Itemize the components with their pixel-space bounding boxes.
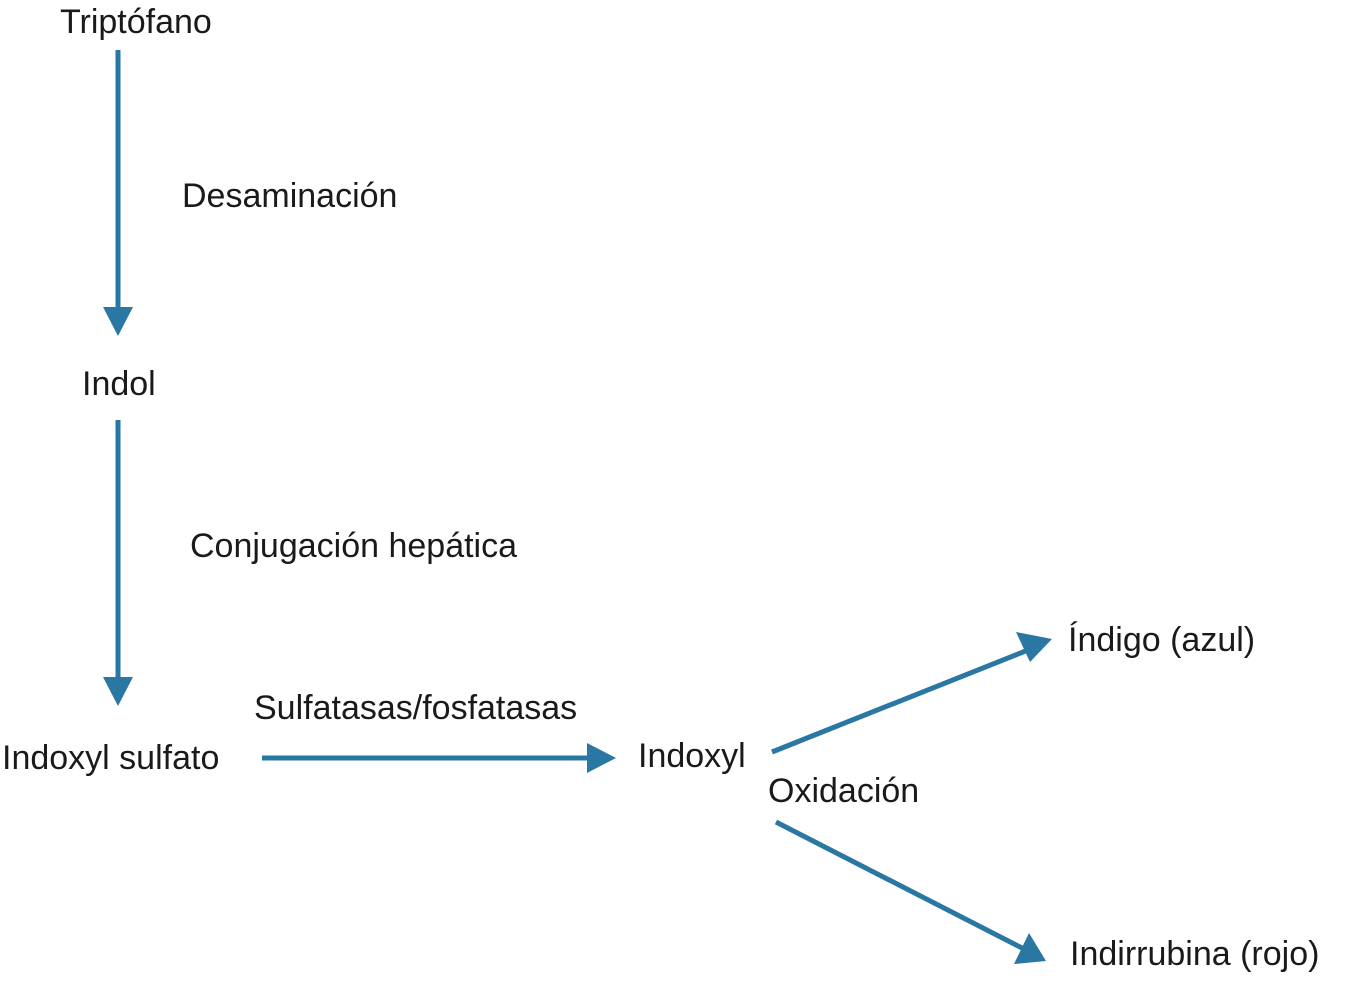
edge-label-oxidacion: Oxidación bbox=[768, 772, 920, 810]
node-indirrubina: Indirrubina (rojo) bbox=[1070, 935, 1320, 973]
node-triptofano: Triptófano bbox=[60, 3, 212, 41]
edge-label-sulfatasas: Sulfatasas/fosfatasas bbox=[254, 689, 578, 727]
arrow-triptofano-to-indol bbox=[103, 50, 133, 336]
node-indol: Indol bbox=[82, 365, 156, 403]
edge-label-conjugacion: Conjugación hepática bbox=[190, 527, 518, 565]
edge-label-desaminacion: Desaminación bbox=[182, 177, 398, 215]
arrow-indoxyl-to-indirrubina bbox=[774, 819, 1046, 964]
node-indigo: Índigo (azul) bbox=[1068, 621, 1256, 659]
node-indoxyl: Indoxyl bbox=[638, 737, 746, 775]
arrow-indol-to-indoxyl-sulfato bbox=[103, 420, 133, 706]
arrow-indoxyl-sulfato-to-indoxyl bbox=[262, 743, 616, 773]
node-indoxyl-sulfato: Indoxyl sulfato bbox=[2, 739, 220, 777]
arrow-indoxyl-to-indigo bbox=[771, 632, 1052, 755]
